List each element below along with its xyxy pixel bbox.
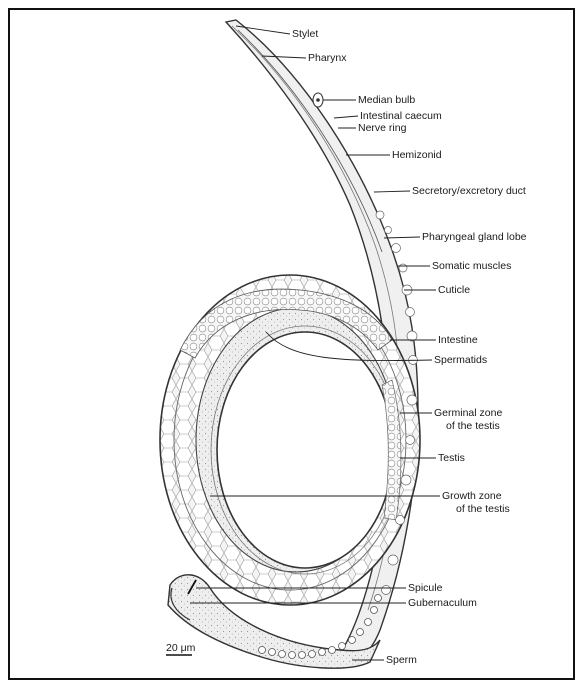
label-germinal-zone-1: Germinal zone — [434, 407, 502, 419]
scale-bar-label: 20 μm — [166, 642, 196, 654]
label-intestine: Intestine — [438, 334, 478, 346]
label-growth-zone-1: Growth zone — [442, 490, 502, 502]
label-germinal-zone-2: of the testis — [446, 420, 500, 432]
median-bulb-valve — [316, 98, 320, 102]
label-pharyngeal-gland-lobe: Pharyngeal gland lobe — [422, 231, 527, 243]
label-median-bulb: Median bulb — [358, 94, 415, 106]
label-nerve-ring: Nerve ring — [358, 122, 407, 134]
label-stylet: Stylet — [292, 28, 318, 40]
label-hemizonid: Hemizonid — [392, 149, 442, 161]
label-secretory-duct: Secretory/excretory duct — [412, 185, 526, 197]
label-pharynx: Pharynx — [308, 52, 347, 64]
label-cuticle: Cuticle — [438, 284, 470, 296]
label-gubernaculum: Gubernaculum — [408, 597, 477, 609]
label-intestinal-caecum: Intestinal caecum — [360, 110, 442, 122]
scale-bar: 20 μm — [166, 642, 196, 655]
coil-inner-hole — [217, 332, 393, 568]
label-testis: Testis — [438, 452, 465, 464]
label-spermatids: Spermatids — [434, 354, 487, 366]
label-growth-zone-2: of the testis — [456, 503, 510, 515]
label-spicule: Spicule — [408, 582, 443, 594]
label-sperm: Sperm — [386, 654, 417, 666]
label-somatic-muscles: Somatic muscles — [432, 260, 511, 272]
